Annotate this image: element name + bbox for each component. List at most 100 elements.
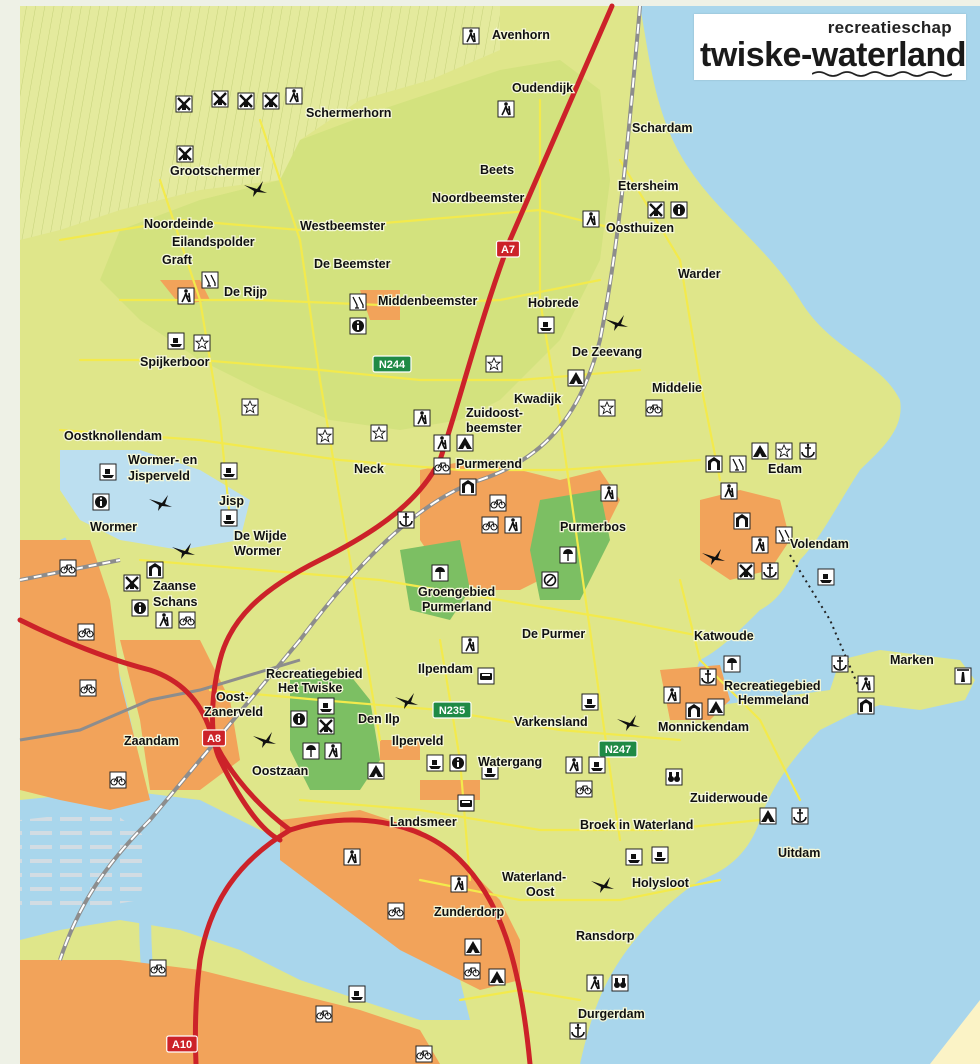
star-icon[interactable] [316,427,334,445]
walker-icon[interactable] [433,434,451,452]
bird-icon[interactable] [702,549,725,565]
bird-icon[interactable] [617,715,640,731]
museum-icon[interactable] [705,455,723,473]
anchor-icon[interactable] [799,442,817,460]
bike-icon[interactable] [178,611,196,629]
boat-icon[interactable] [817,568,835,586]
mill-icon[interactable] [647,201,665,219]
boat-icon[interactable] [426,754,444,772]
info-icon[interactable] [449,754,467,772]
bar-icon[interactable] [349,293,367,311]
bar-icon[interactable] [201,271,219,289]
tent-icon[interactable] [567,369,585,387]
tent-icon[interactable] [464,938,482,956]
tent-icon[interactable] [488,968,506,986]
bar-icon[interactable] [729,455,747,473]
walker-icon[interactable] [720,482,738,500]
bus-icon[interactable] [477,667,495,685]
anchor-icon[interactable] [569,1022,587,1040]
walker-icon[interactable] [565,756,583,774]
boat-icon[interactable] [651,846,669,864]
star-icon[interactable] [485,355,503,373]
anchor-icon[interactable] [761,562,779,580]
boat-icon[interactable] [481,762,499,780]
walker-icon[interactable] [663,686,681,704]
walker-icon[interactable] [343,848,361,866]
binocular-icon[interactable] [611,974,629,992]
bike-icon[interactable] [463,962,481,980]
tent-icon[interactable] [367,762,385,780]
walker-icon[interactable] [857,675,875,693]
beach-icon[interactable] [431,564,449,582]
walker-icon[interactable] [504,516,522,534]
mill-icon[interactable] [317,717,335,735]
info-icon[interactable] [92,493,110,511]
boat-icon[interactable] [317,697,335,715]
bike-icon[interactable] [149,959,167,977]
bird-icon[interactable] [591,877,614,893]
bird-icon[interactable] [395,693,418,709]
bike-icon[interactable] [79,679,97,697]
info-icon[interactable] [670,201,688,219]
bike-icon[interactable] [59,559,77,577]
star-icon[interactable] [193,334,211,352]
bike-icon[interactable] [315,1005,333,1023]
star-icon[interactable] [598,399,616,417]
tent-icon[interactable] [707,698,725,716]
info-icon[interactable] [349,317,367,335]
star-icon[interactable] [241,398,259,416]
bike-icon[interactable] [489,494,507,512]
bird-icon[interactable] [605,315,628,331]
walker-icon[interactable] [461,636,479,654]
anchor-icon[interactable] [791,807,809,825]
museum-icon[interactable] [459,478,477,496]
tent-icon[interactable] [456,434,474,452]
mill-icon[interactable] [737,562,755,580]
anchor-icon[interactable] [699,668,717,686]
beach-icon[interactable] [559,546,577,564]
walker-icon[interactable] [600,484,618,502]
mill-icon[interactable] [237,92,255,110]
bike-icon[interactable] [109,771,127,789]
museum-icon[interactable] [146,561,164,579]
bird-icon[interactable] [149,495,172,511]
boat-icon[interactable] [220,509,238,527]
boat-icon[interactable] [588,756,606,774]
lighthouse-icon[interactable] [954,667,972,685]
tent-icon[interactable] [751,442,769,460]
bird-icon[interactable] [172,543,195,559]
museum-icon[interactable] [733,512,751,530]
binocular-icon[interactable] [665,768,683,786]
mill-icon[interactable] [175,95,193,113]
info-icon[interactable] [290,710,308,728]
boat-icon[interactable] [167,332,185,350]
bird-icon[interactable] [253,732,276,748]
bike-icon[interactable] [481,516,499,534]
boat-icon[interactable] [99,463,117,481]
boat-icon[interactable] [220,462,238,480]
walker-icon[interactable] [450,875,468,893]
walker-icon[interactable] [586,974,604,992]
mill-icon[interactable] [262,92,280,110]
star-icon[interactable] [370,424,388,442]
walker-icon[interactable] [324,742,342,760]
mill-icon[interactable] [176,145,194,163]
bike-icon[interactable] [415,1045,433,1063]
museum-icon[interactable] [857,697,875,715]
tent-icon[interactable] [759,807,777,825]
bike-icon[interactable] [433,457,451,475]
walker-icon[interactable] [497,100,515,118]
bird-icon[interactable] [244,181,267,197]
museum-icon[interactable] [685,702,703,720]
anchor-icon[interactable] [397,511,415,529]
walker-icon[interactable] [285,87,303,105]
bike-icon[interactable] [387,902,405,920]
boat-icon[interactable] [348,985,366,1003]
walker-icon[interactable] [582,210,600,228]
bus-icon[interactable] [457,794,475,812]
walker-icon[interactable] [177,287,195,305]
info-icon[interactable] [131,599,149,617]
beach-icon[interactable] [723,655,741,673]
star-icon[interactable] [775,442,793,460]
